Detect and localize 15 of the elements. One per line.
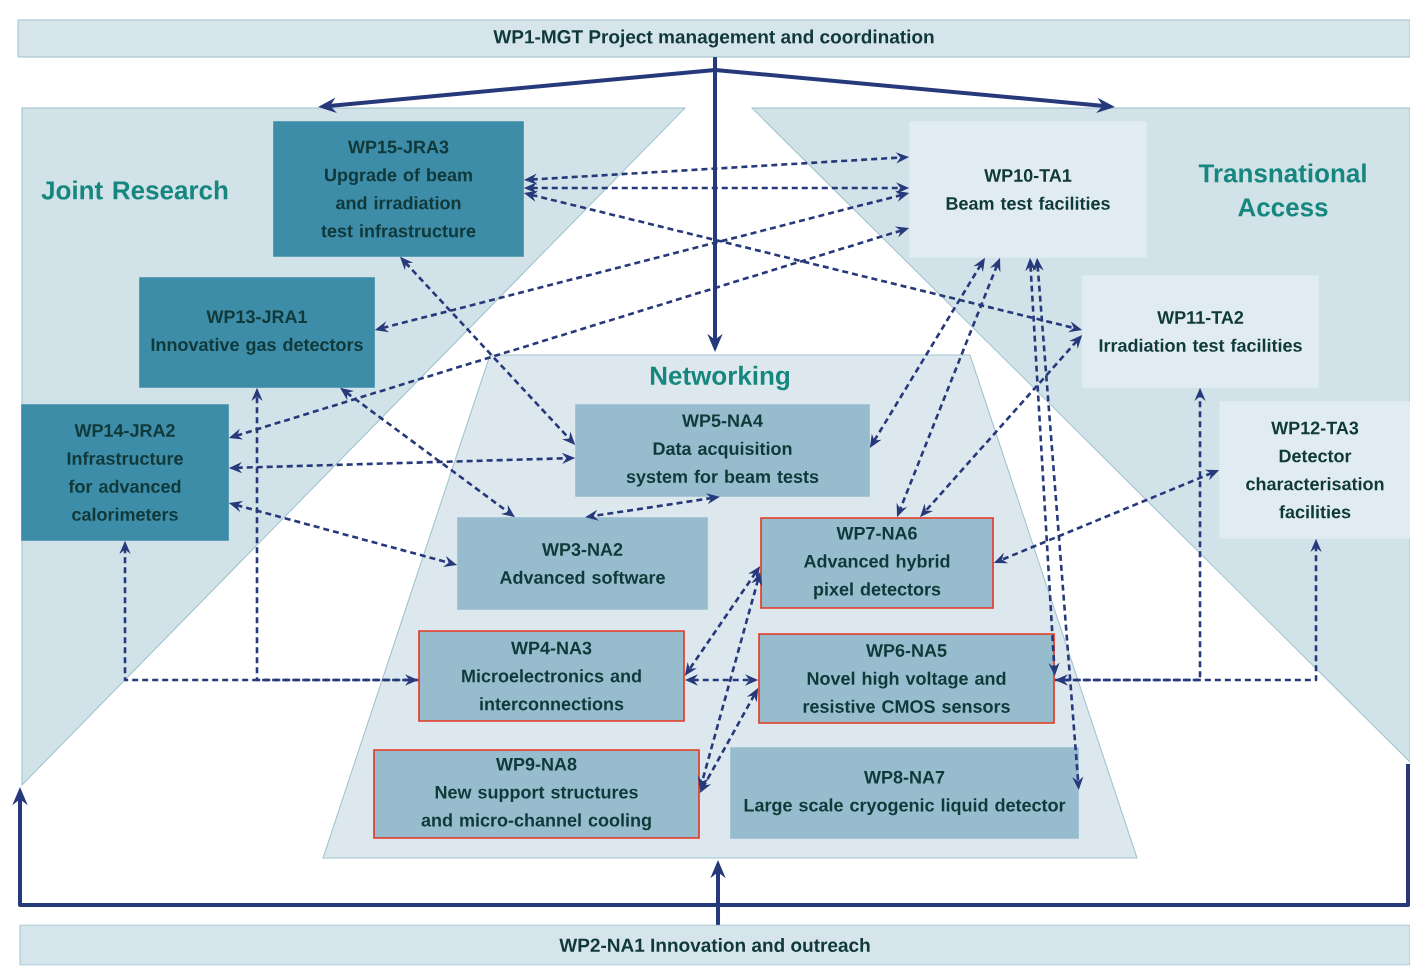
work-package-box: WP9-NA8 New support structures and micro-channel cooling — [373, 749, 700, 839]
work-package-box: WP6-NA5 Novel high voltage and resistive CMOS sensors — [758, 633, 1055, 724]
work-package-box: WP11-TA2 Irradiation test facilities — [1082, 275, 1319, 388]
work-package-box: WP15-JRA3 Upgrade of beam and irradiation test infrastructure — [273, 121, 524, 257]
work-package-box: WP3-NA2 Advanced software — [457, 517, 708, 610]
work-package-box: WP14-JRA2 Infrastructure for advanced calorimeters — [21, 404, 229, 541]
work-package-box: WP7-NA6 Advanced hybrid pixel detectors — [760, 517, 994, 609]
work-package-box: WP4-NA3 Microelectronics and interconnections — [418, 630, 685, 722]
work-package-box: WP13-JRA1 Innovative gas detectors — [139, 277, 375, 388]
work-package-box: WP5-NA4 Data acquisition system for beam tests — [575, 404, 870, 497]
work-package-box: WP12-TA3 Detector characterisation facilities — [1219, 401, 1410, 539]
work-package-box: WP8-NA7 Large scale cryogenic liquid detector — [730, 747, 1079, 839]
banner-bar: WP1-MGT Project management and coordination — [17, 19, 1410, 58]
banner-bar: WP2-NA1 Innovation and outreach — [19, 924, 1410, 966]
work-package-box: WP10-TA1 Beam test facilities — [909, 121, 1147, 258]
